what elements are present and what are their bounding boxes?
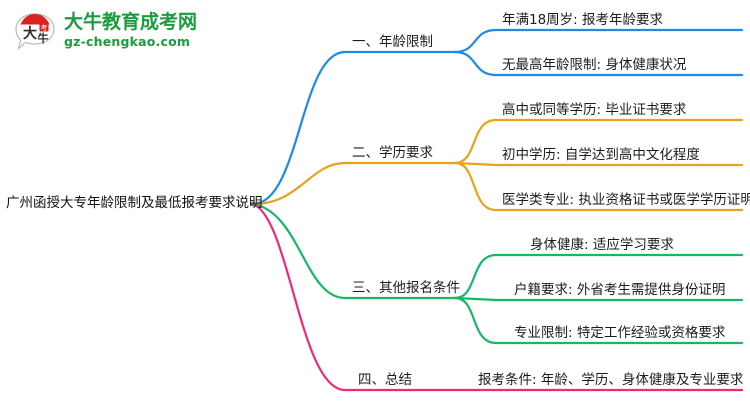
- branch-label-4[interactable]: 四、总结: [358, 372, 412, 388]
- leaf-label-4-1[interactable]: 报考条件: 年龄、学历、身体健康及专业要求: [478, 372, 744, 388]
- logo-title: 大牛教育成考网: [64, 11, 198, 33]
- logo-text: 大牛教育成考网 gz-chengkao.com: [64, 10, 240, 54]
- svg-text:大: 大: [23, 25, 37, 42]
- leaf-label-2-2[interactable]: 初中学历: 自学达到高中文化程度: [502, 147, 700, 163]
- leaf-label-3-1[interactable]: 身体健康: 适应学习要求: [530, 237, 674, 253]
- svg-text:牛: 牛: [38, 31, 49, 45]
- leaf-label-1-2[interactable]: 无最高年龄限制: 身体健康状况: [502, 57, 687, 73]
- branch-label-2[interactable]: 二、学历要求: [352, 145, 433, 161]
- branch-connector-3: [251, 202, 744, 345]
- leaf-label-2-3[interactable]: 医学类专业: 执业资格证书或医学学历证明: [502, 192, 750, 208]
- mindmap-root-label: 广州函授大专年龄限制及最低报考要求说明: [6, 195, 263, 211]
- leaf-label-3-3[interactable]: 专业限制: 特定工作经验或资格要求: [514, 325, 726, 341]
- daniu-logo-icon: 考 大 牛: [15, 13, 55, 51]
- svg-text:考: 考: [41, 24, 48, 32]
- branch-label-1[interactable]: 一、年龄限制: [352, 34, 433, 50]
- branch-label-3[interactable]: 三、其他报名条件: [352, 280, 460, 296]
- leaf-label-3-2[interactable]: 户籍要求: 外省考生需提供身份证明: [514, 282, 726, 298]
- leaf-label-1-1[interactable]: 年满18周岁: 报考年龄要求: [502, 12, 664, 28]
- site-logo: 考 大 牛 大牛教育成考网 gz-chengkao.com: [12, 8, 242, 56]
- logo-subtitle: gz-chengkao.com: [64, 34, 191, 49]
- leaf-label-2-1[interactable]: 高中或同等学历: 毕业证书要求: [502, 102, 687, 118]
